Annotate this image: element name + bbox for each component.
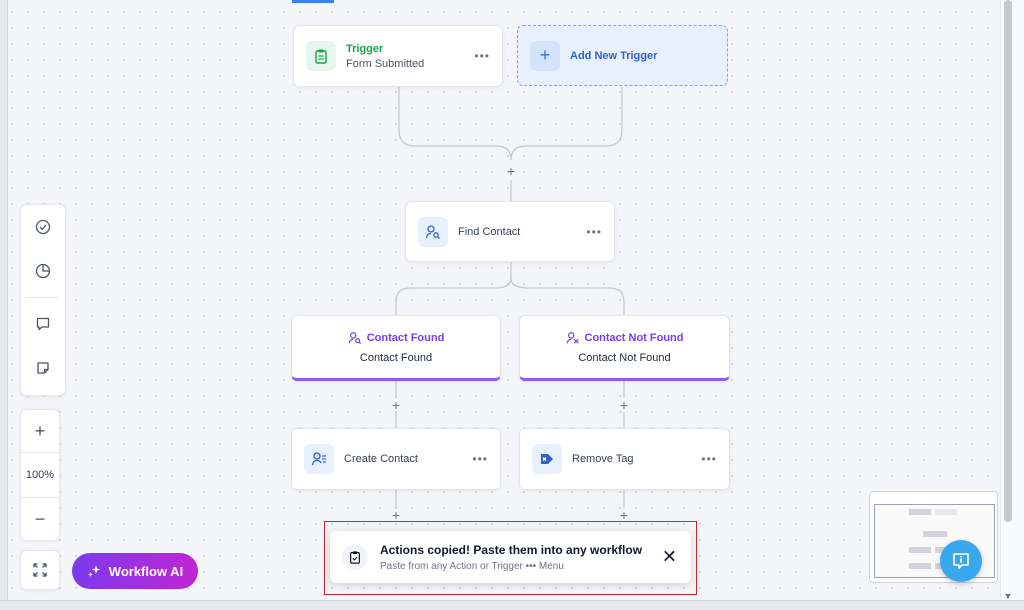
create-contact-label: Create Contact bbox=[344, 453, 418, 465]
create-contact-menu-button[interactable]: ••• bbox=[472, 452, 488, 466]
branch-title: Contact Not Found bbox=[584, 332, 684, 344]
clipboard-check-icon bbox=[342, 544, 368, 570]
stats-button[interactable] bbox=[21, 249, 65, 293]
zoom-out-button[interactable]: − bbox=[34, 508, 46, 529]
trigger-title: Trigger bbox=[346, 42, 384, 55]
add-step-button[interactable]: + bbox=[619, 397, 629, 413]
comment-button[interactable] bbox=[21, 302, 65, 346]
branch-subtitle: Contact Not Found bbox=[578, 352, 671, 364]
workflow-ai-label: Workflow AI bbox=[108, 563, 184, 579]
clipboard-icon bbox=[306, 41, 336, 71]
scroll-down-arrow-icon[interactable]: ▼ bbox=[1003, 591, 1013, 601]
zoom-in-button[interactable]: + bbox=[34, 420, 46, 441]
find-contact-node[interactable]: Find Contact ••• bbox=[405, 201, 615, 262]
remove-tag-menu-button[interactable]: ••• bbox=[701, 452, 717, 466]
zoom-level: 100% bbox=[21, 452, 59, 498]
remove-tag-label: Remove Tag bbox=[572, 453, 634, 465]
branch-title: Contact Found bbox=[366, 332, 445, 344]
close-icon[interactable]: ✕ bbox=[661, 546, 677, 567]
window-frame-bottom bbox=[0, 600, 1024, 610]
find-contact-label: Find Contact bbox=[458, 225, 521, 238]
toast-highlight bbox=[324, 521, 697, 595]
find-contact-menu-button[interactable]: ••• bbox=[586, 224, 602, 239]
validate-button[interactable] bbox=[21, 205, 65, 249]
user-x-icon bbox=[566, 332, 579, 344]
add-new-trigger-button[interactable]: + Add New Trigger bbox=[517, 25, 728, 86]
sticky-note-icon bbox=[37, 362, 49, 374]
comment-icon bbox=[36, 317, 50, 331]
add-new-trigger-label: Add New Trigger bbox=[570, 49, 658, 62]
active-tab-indicator bbox=[292, 0, 334, 3]
fit-view-button[interactable] bbox=[20, 550, 60, 590]
toast-subtitle: Paste from any Action or Trigger ••• Men… bbox=[380, 560, 564, 572]
remove-tag-node[interactable]: Remove Tag ••• bbox=[519, 428, 730, 490]
trigger-node[interactable]: Trigger Form Submitted ••• bbox=[293, 25, 503, 87]
create-contact-node[interactable]: Create Contact ••• bbox=[291, 428, 501, 490]
scrollbar-thumb[interactable] bbox=[1004, 0, 1012, 522]
branch-subtitle: Contact Found bbox=[359, 352, 433, 364]
sticky-note-button[interactable] bbox=[21, 346, 65, 390]
canvas-toolbar bbox=[20, 204, 66, 396]
add-step-button[interactable]: + bbox=[506, 163, 516, 179]
pie-chart-icon bbox=[35, 263, 51, 279]
trigger-subtitle: Form Submitted bbox=[346, 57, 425, 70]
trigger-menu-button[interactable]: ••• bbox=[474, 49, 490, 63]
help-chat-button[interactable] bbox=[940, 540, 982, 582]
tag-x-icon bbox=[532, 444, 562, 474]
workflow-ai-button[interactable]: Workflow AI bbox=[72, 553, 198, 589]
check-circle-icon bbox=[35, 219, 51, 235]
window-frame-left bbox=[0, 0, 8, 610]
plus-icon: + bbox=[530, 40, 560, 71]
expand-icon bbox=[33, 563, 47, 577]
copy-toast: Actions copied! Paste them into any work… bbox=[330, 531, 691, 583]
add-step-button[interactable]: + bbox=[391, 397, 401, 413]
branch-contact-not-found[interactable]: Contact Not Found Contact Not Found bbox=[519, 315, 730, 381]
branch-contact-found[interactable]: Contact Found Contact Found bbox=[291, 315, 501, 381]
user-search-icon bbox=[348, 332, 361, 345]
toolbar-divider bbox=[27, 297, 59, 298]
user-lines-icon bbox=[304, 444, 334, 474]
toast-title: Actions copied! Paste them into any work… bbox=[380, 542, 643, 557]
add-step-button[interactable]: + bbox=[391, 507, 401, 523]
zoom-controls: + 100% − bbox=[20, 409, 60, 541]
add-step-button[interactable]: + bbox=[619, 507, 629, 523]
chat-info-icon bbox=[953, 553, 969, 569]
sparkles-icon bbox=[87, 565, 101, 577]
user-search-icon bbox=[418, 216, 448, 247]
